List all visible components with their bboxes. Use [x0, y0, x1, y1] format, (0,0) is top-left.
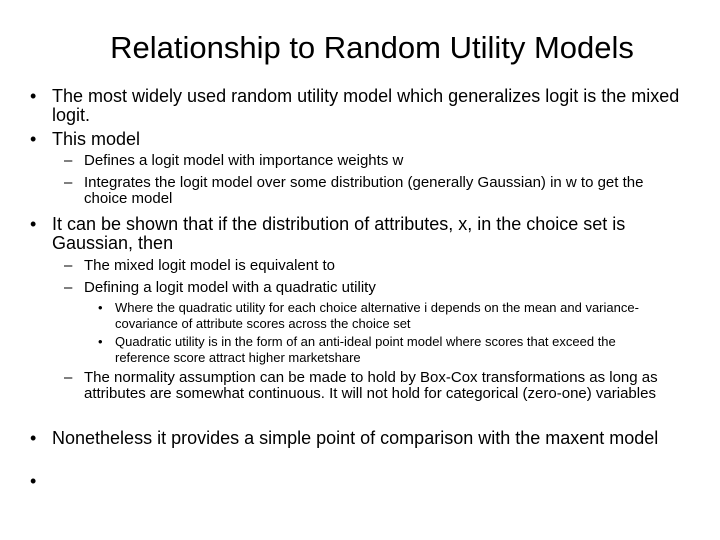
bullet-nonetheless: • Nonetheless it provides a simple point…	[30, 429, 690, 448]
sub-sub-bullet-mean-variance: • Where the quadratic utility for each c…	[98, 300, 668, 332]
bullet-this-model: • This model	[30, 130, 690, 149]
sub-bullet-normality: – The normality assumption can be made t…	[64, 370, 684, 402]
slide-title: Relationship to Random Utility Models	[110, 30, 634, 65]
bullet-text: Where the quadratic utility for each cho…	[115, 300, 639, 331]
dash-marker: –	[64, 257, 73, 274]
bullet-marker: •	[30, 428, 37, 448]
bullet-mixed-logit: • The most widely used random utility mo…	[30, 87, 690, 125]
sub-bullet-quadratic: – Defining a logit model with a quadrati…	[64, 280, 664, 296]
bullet-text: The most widely used random utility mode…	[52, 86, 680, 125]
bullet-text: The normality assumption can be made to …	[84, 369, 658, 402]
bullet-text: Nonetheless it provides a simple point o…	[52, 428, 659, 448]
bullet-marker: •	[98, 334, 103, 349]
sub-bullet-equivalent: – The mixed logit model is equivalent to	[64, 258, 664, 274]
dash-marker: –	[64, 152, 73, 169]
bullet-text: It can be shown that if the distribution…	[52, 214, 626, 253]
bullet-text: Defining a logit model with a quadratic …	[84, 279, 376, 296]
bullet-text: The mixed logit model is equivalent to	[84, 257, 335, 274]
dash-marker: –	[64, 279, 73, 296]
bullet-marker: •	[30, 214, 37, 234]
bullet-text: Defines a logit model with importance we…	[84, 152, 404, 169]
bullet-marker: •	[30, 86, 37, 106]
dash-marker: –	[64, 174, 73, 191]
bullet-marker: •	[30, 129, 37, 149]
dash-marker: –	[64, 369, 73, 386]
bullet-text: This model	[52, 129, 141, 149]
sub-bullet-defines: – Defines a logit model with importance …	[64, 153, 664, 169]
bullet-text: Quadratic utility is in the form of an a…	[115, 334, 616, 365]
bullet-gaussian: • It can be shown that if the distributi…	[30, 215, 690, 253]
bullet-text: Integrates the logit model over some dis…	[84, 174, 644, 207]
sub-sub-bullet-anti-ideal: • Quadratic utility is in the form of an…	[98, 334, 668, 366]
sub-bullet-integrates: – Integrates the logit model over some d…	[64, 175, 674, 207]
bullet-marker: •	[98, 300, 103, 315]
bullet-marker: •	[30, 471, 37, 491]
